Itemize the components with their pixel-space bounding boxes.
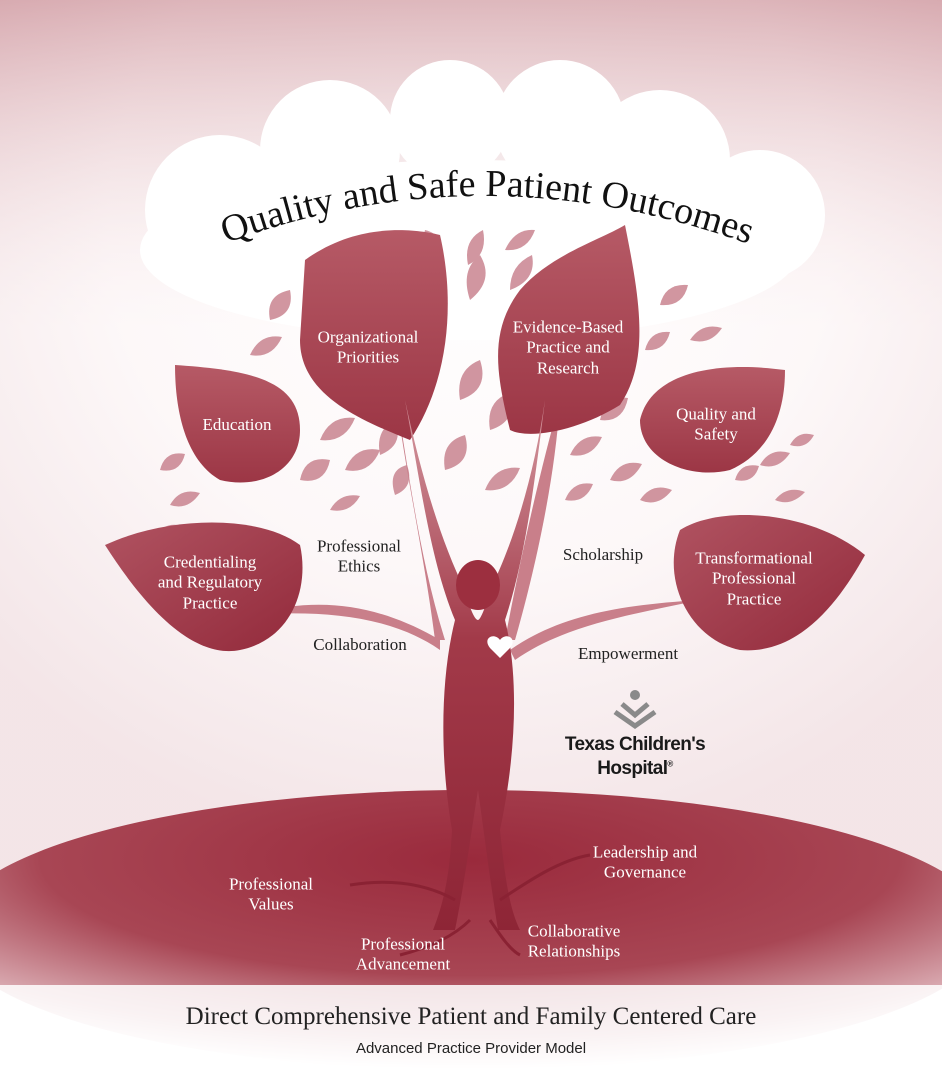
person-head — [456, 560, 500, 610]
branch-label-professional-ethics: Professional Ethics — [316, 536, 402, 576]
branch-label-collaboration: Collaboration — [313, 634, 407, 654]
footer-subtitle: Advanced Practice Provider Model — [355, 1040, 587, 1057]
branch-label-scholarship: Scholarship — [562, 544, 644, 564]
leaf-label-credentialing: Credentialing and Regulatory Practice — [157, 552, 263, 613]
root-label-collaborative-relationships: Collaborative Relationships — [527, 921, 621, 961]
leaf-quality-safety — [640, 367, 785, 473]
root-label-leadership: Leadership and Governance — [592, 842, 698, 882]
leaf-organizational-priorities — [300, 230, 448, 440]
leaf-label-organizational-priorities: Organizational Priorities — [317, 327, 419, 367]
leaf-credentialing — [105, 522, 303, 652]
person-trunk — [405, 400, 545, 930]
root-label-professional-advancement: Professional Advancement — [355, 934, 451, 974]
roots — [349, 853, 591, 957]
branch-label-empowerment: Empowerment — [577, 643, 679, 663]
footer-title: Direct Comprehensive Patient and Family … — [185, 1003, 757, 1030]
leaf-label-education: Education — [202, 414, 272, 434]
texas-childrens-logo: Texas Children's Hospital® — [560, 688, 710, 798]
leaf-label-transformational: Transformational Professional Practice — [695, 548, 813, 609]
root-label-professional-values: Professional Values — [228, 874, 314, 914]
leaf-transformational — [673, 515, 865, 651]
logo-text-line1: Texas Children's — [564, 734, 706, 755]
tch-chevron-icon — [613, 690, 657, 730]
heart-icon — [487, 636, 513, 658]
leaf-label-quality-safety: Quality and Safety — [676, 404, 756, 444]
big-leaves — [105, 225, 865, 652]
logo-text-line2: Hospital® — [597, 758, 673, 779]
leaf-label-evidence-based: Evidence-Based Practice and Research — [512, 317, 624, 378]
tree-branches — [250, 390, 700, 660]
leaf-education — [175, 365, 300, 483]
leaf-evidence-based — [498, 225, 640, 434]
